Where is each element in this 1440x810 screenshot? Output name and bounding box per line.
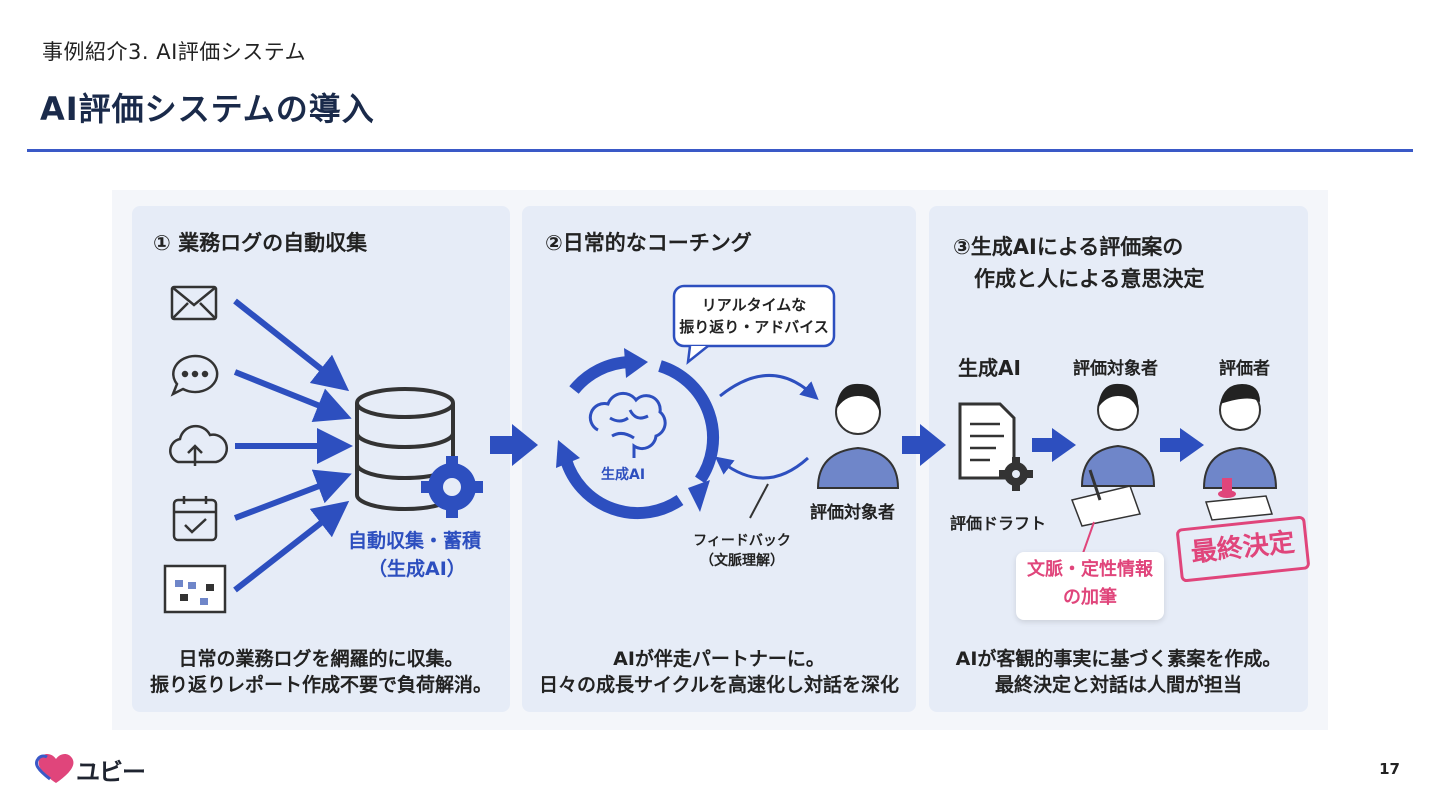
cloud-upload-icon [169,424,229,466]
kanban-board-icon [163,564,227,614]
context-note: 文脈・定性情報 の加筆 [1016,552,1164,620]
calendar-check-icon [172,496,218,542]
bubble-text-line1: リアルタイムな [701,296,807,314]
chat-icon [170,354,219,397]
collection-label: 自動収集・蓄積 [348,530,482,552]
brain-icon [588,391,667,458]
col-label-evaluator: 評価者 [1219,359,1270,379]
panel-arrow-2 [902,424,946,466]
feedback-pointer [749,483,769,519]
gear-icon [421,456,483,518]
speech-bubble [672,284,836,365]
cycle-arrows [560,356,720,520]
panel-3-title: ③生成AIによる評価案の 作成と人による意思決定 [953,235,1205,291]
feedback-label: フィードバック [693,533,791,549]
cycle-arrowheads [556,348,710,512]
mail-icon [170,285,218,321]
context-note-line1: 文脈・定性情報 [1027,559,1153,580]
bubble-text-line2: 振り返り・アドバイス [679,318,829,336]
page-number: 17 [1379,760,1400,778]
title-divider [27,149,1413,152]
panel-3-footer-line1: AIが客観的事実に基づく素案を作成。 [955,648,1282,670]
gear-small-icon [999,457,1033,491]
ubie-logo-icon [35,753,74,783]
person-icon-subject [816,383,900,489]
collection-arrows [233,298,353,593]
person-icon-evaluator [1202,384,1278,521]
collection-label-sub: （生成AI） [368,558,466,580]
feedback-label-sub: （文脈理解） [700,553,784,569]
note-pointer [1081,521,1095,557]
col-label-ai: 生成AI [958,356,1021,380]
breadcrumb: 事例紹介3. AI評価システム [42,40,307,64]
brain-label: 生成AI [601,467,646,483]
col-label-subject: 評価対象者 [1073,359,1158,379]
flow-arrow-a [1032,428,1076,462]
page-title: AI評価システムの導入 [40,90,375,128]
panel-1-footer-line1: 日常の業務ログを網羅的に収集。 [178,648,464,670]
panel-3-footer-line2: 最終決定と対話は人間が担当 [994,674,1242,696]
coaching-person-label: 評価対象者 [810,503,895,523]
coaching-curved-arrows [714,374,819,480]
document-icon [958,402,1016,480]
panel-1-title: ① 業務ログの自動収集 [153,231,368,255]
panel-2-title: ②日常的なコーチング [545,231,752,255]
panel-1-footer-line2: 振り返りレポート作成不要で負荷解消。 [149,674,492,696]
panel-2-footer-line1: AIが伴走パートナーに。 [613,648,825,670]
panel-2-footer-line2: 日々の成長サイクルを高速化し対話を深化 [538,674,900,696]
context-note-line2: の加筆 [1063,587,1117,608]
person-icon-subject-writing [1070,383,1156,527]
flow-arrow-b [1160,428,1204,462]
ubie-logo-text: ユビー [76,758,146,786]
panel-arrow-1 [490,424,538,466]
draft-label: 評価ドラフト [950,514,1047,533]
